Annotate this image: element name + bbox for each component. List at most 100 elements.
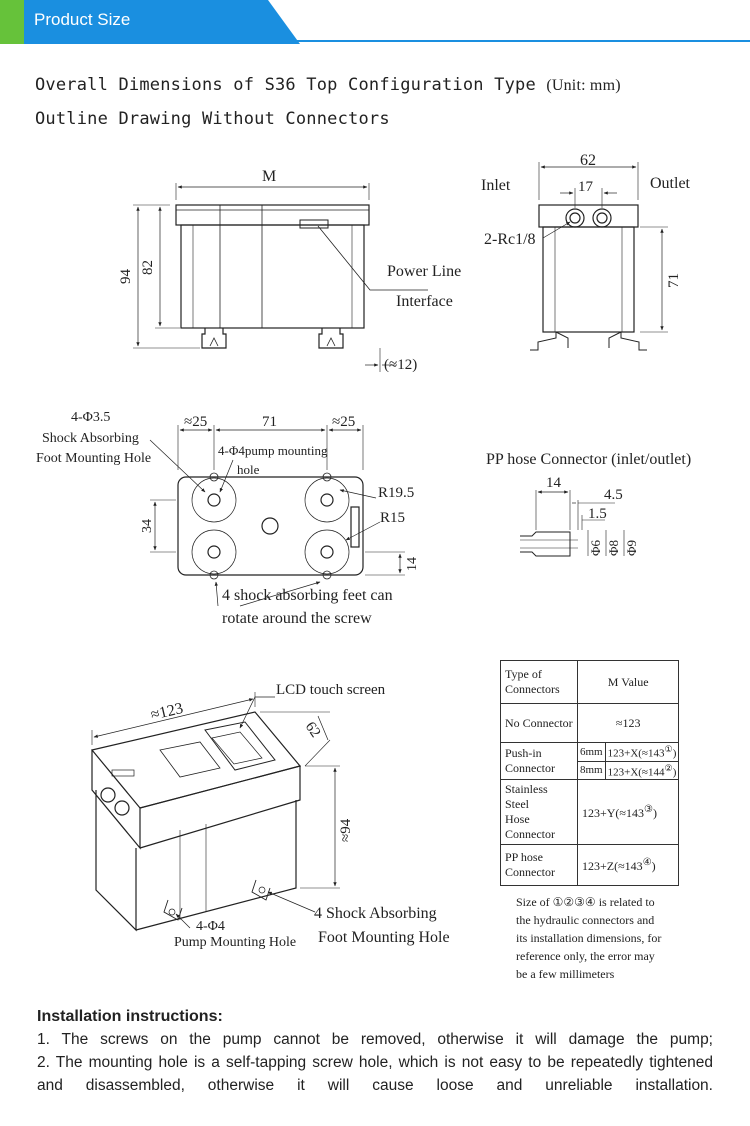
ports-label: 2-Rc1/8: [484, 231, 536, 248]
foot-depth-14: 14: [405, 557, 420, 571]
outlet-label: Outlet: [650, 175, 691, 192]
banner-bar: [0, 0, 300, 44]
center-hole: [261, 517, 279, 535]
iso-feet-label-2: Foot Mounting Hole: [318, 929, 450, 946]
heading-unit: (Unit: mm): [546, 77, 621, 94]
table-header-type: Type of Connectors: [500, 660, 578, 704]
interface-label: Interface: [396, 293, 453, 310]
row-pp-label: PP hose Connector: [500, 844, 578, 887]
hose-title: PP hose Connector (inlet/outlet): [486, 451, 691, 468]
drawing-heading: Overall Dimensions of S36 Top Configurat…: [35, 75, 621, 95]
section-banner: Product Size: [0, 0, 750, 44]
side-view: [530, 162, 668, 351]
pp-label-line-1: PP hose: [505, 850, 543, 865]
dim-width-m: M: [262, 168, 276, 185]
heading-text: Overall Dimensions of S36 Top Configurat…: [35, 75, 536, 95]
hole-label-1: Shock Absorbing: [42, 431, 139, 446]
steel-label-line-1: Stainless Steel: [505, 782, 548, 812]
pp-mark: ④: [642, 856, 652, 868]
iso-lid-front: [91, 750, 141, 850]
steel-close: ): [652, 805, 657, 820]
hose-dia-9: Φ9: [624, 540, 639, 556]
installation-instructions: Installation instructions: 1. The screws…: [37, 1005, 713, 1097]
dim-height-82: 82: [140, 260, 156, 275]
front-foot-right: [318, 328, 344, 349]
table-header-row: Type of Connectors M Value: [500, 660, 680, 704]
bottom-view: [149, 425, 405, 607]
table-row: Stainless Steel Hose Connector 123+Y(≈14…: [500, 779, 680, 846]
side-body: [542, 226, 635, 333]
front-body: [180, 224, 365, 329]
port-spacing-17: 17: [578, 179, 594, 195]
bottom-height-34: 34: [140, 519, 155, 533]
front-view: [133, 183, 428, 372]
feet-note-2: rotate around the screw: [222, 610, 372, 627]
center-spacing-label: 71: [262, 414, 277, 430]
push-value-6: 123+X(≈143①): [604, 742, 680, 762]
install-title: Installation instructions:: [37, 1008, 223, 1025]
dim-height-94: 94: [118, 269, 134, 285]
power-line-label: Power Line: [387, 263, 461, 280]
pp-label-line-2: Connector: [505, 865, 555, 880]
hose-dim-4-5: 4.5: [604, 487, 623, 503]
hose-dia-8: Φ8: [606, 540, 621, 556]
table-header-value: M Value: [576, 660, 680, 704]
front-foot-left: [201, 328, 227, 349]
side-lid: [538, 204, 639, 228]
hose-drawing: [520, 490, 625, 557]
table-row: PP hose Connector 123+Z(≈143④): [500, 844, 680, 887]
push-size-6: 6mm: [577, 742, 606, 762]
hole-spec-label: 4-Φ3.5: [71, 410, 110, 425]
bottom-outline: [177, 476, 364, 576]
banner-accent: [0, 0, 24, 44]
left-offset-label: ≈25: [184, 414, 207, 430]
drawing-subheading: Outline Drawing Without Connectors: [35, 109, 390, 129]
steel-value-text: 123+Y(≈143: [582, 805, 645, 820]
push-label-line-2: Connector: [505, 761, 555, 776]
iso-body-side: [135, 800, 297, 931]
push-value-8: 123+X(≈144②): [604, 760, 680, 781]
m-value-table: Type of Connectors M Value No Connector …: [500, 660, 680, 887]
feet-note-1: 4 shock absorbing feet can: [222, 587, 393, 604]
header-type-line-2: Connectors: [505, 682, 560, 696]
push-close-2: ): [672, 766, 677, 779]
iso-view: [90, 692, 340, 932]
push-close-1: ): [672, 747, 677, 760]
row-push-label: Push-in Connector: [500, 741, 578, 781]
row-none-value: ≈123: [576, 703, 680, 743]
pp-value-text: 123+Z(≈143: [582, 858, 643, 873]
push-mark-1: ①: [664, 744, 673, 754]
iso-length-label: ≈123: [149, 700, 185, 724]
pump-hole-label-1: 4-Φ4pump mounting: [218, 443, 328, 458]
iso-height-label: ≈94: [338, 818, 354, 842]
technical-drawing: M 94 82 Power Line Interface (≈12) 62 17…: [36, 152, 691, 950]
steel-mark: ③: [644, 803, 653, 815]
row-pp-value: 123+Z(≈143④): [576, 844, 680, 887]
row-steel-value: 123+Y(≈143③): [576, 779, 680, 846]
table-row: Push-in Connector 6mm 123+X(≈143①): [500, 741, 680, 781]
front-lid: [175, 204, 370, 226]
pump-hole-spec: 4-Φ4: [196, 919, 225, 934]
power-interface: [299, 219, 329, 229]
pp-close: ): [651, 858, 656, 873]
bottom-slot: [350, 506, 360, 548]
steel-label-line-2: Hose Connector: [505, 812, 555, 842]
foot-offset-label: (≈12): [384, 357, 417, 373]
inlet-label: Inlet: [481, 177, 511, 194]
hose-body: [520, 531, 571, 557]
hose-dim-1-5: 1.5: [588, 506, 607, 522]
hose-length-14: 14: [546, 475, 562, 491]
hose-dia-6: Φ6: [588, 539, 603, 556]
size-note: Size of ①②③④ is related to the hydraulic…: [516, 895, 662, 981]
banner-underline: [280, 40, 750, 42]
install-item-1: 1. The screws on the pump cannot be remo…: [37, 1031, 713, 1048]
right-offset-label: ≈25: [332, 414, 355, 430]
table-row: No Connector ≈123: [500, 703, 680, 743]
iso-width-label: 62: [302, 719, 324, 740]
iso-lid-side: [139, 765, 301, 849]
push-mark-2: ②: [664, 762, 673, 773]
row-none-label: No Connector: [500, 703, 578, 743]
push-label-line-1: Push-in: [505, 746, 542, 761]
radius-inner-label: R15: [380, 510, 405, 526]
lcd-label: LCD touch screen: [276, 682, 386, 698]
